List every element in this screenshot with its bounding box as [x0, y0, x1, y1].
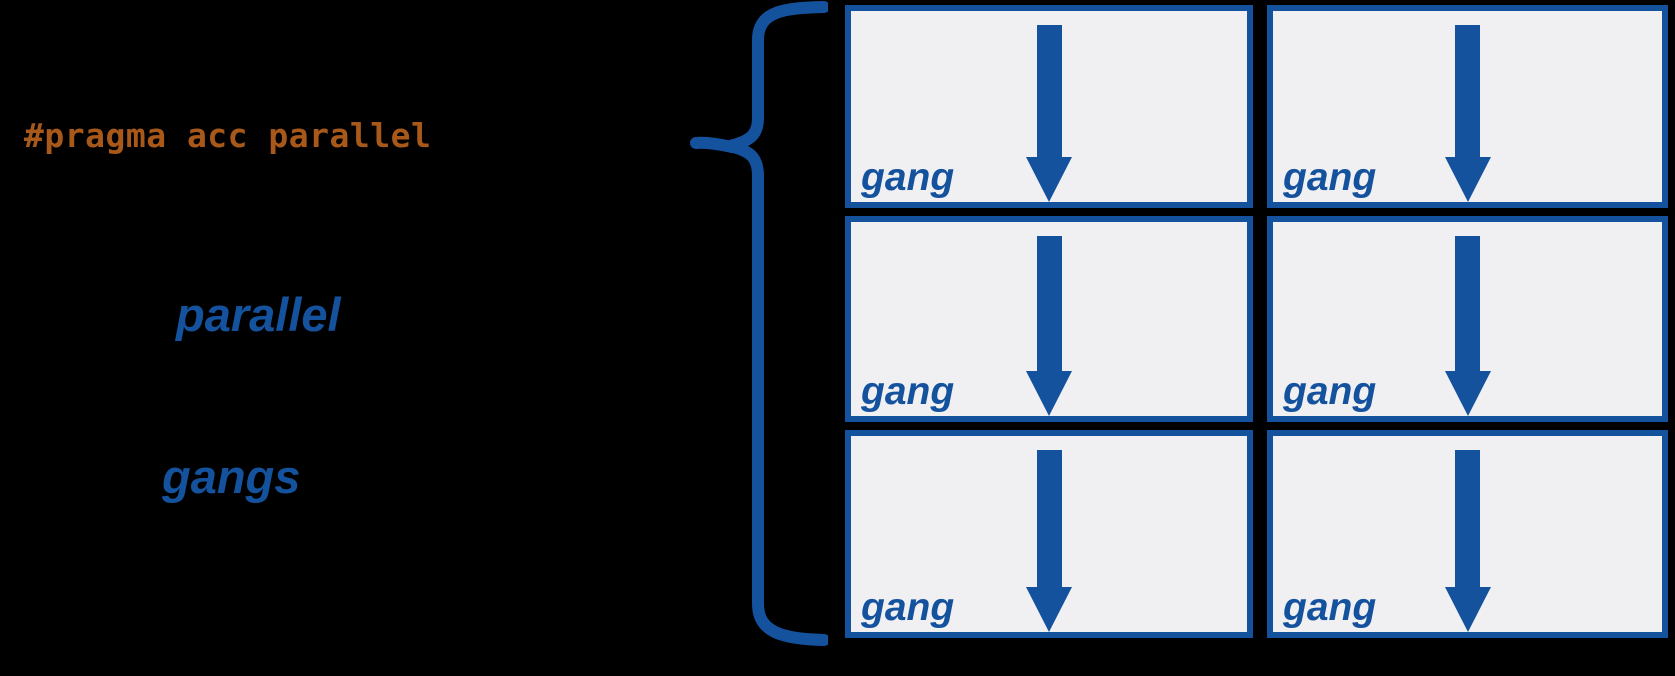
down-arrow-icon [1026, 450, 1072, 632]
arrow-shaft [1455, 25, 1480, 157]
down-arrow-icon [1444, 450, 1491, 632]
curly-brace-icon [690, 1, 828, 646]
gang-box-label: gang [861, 370, 955, 413]
keyword-parallel: parallel [176, 288, 341, 341]
gang-box-label: gang [861, 586, 955, 629]
gang-box: gang [845, 216, 1253, 422]
gang-box-label: gang [1283, 586, 1377, 629]
arrow-shaft [1036, 450, 1062, 587]
gang-box: gang [845, 5, 1253, 208]
arrow-head [1026, 157, 1072, 202]
arrow-head [1444, 157, 1491, 202]
arrow-shaft [1455, 236, 1480, 371]
down-arrow-icon [1026, 25, 1072, 202]
keyword-gangs: gangs [162, 450, 301, 503]
down-arrow-icon [1444, 25, 1491, 202]
arrow-head [1444, 587, 1491, 632]
gang-box: gang [1267, 216, 1668, 422]
pragma-code-text: #pragma acc parallel [24, 116, 432, 155]
gang-box-label: gang [1283, 370, 1377, 413]
down-arrow-icon [1026, 236, 1072, 416]
gang-box-label: gang [861, 156, 955, 199]
arrow-head [1444, 371, 1491, 416]
arrow-shaft [1036, 236, 1062, 371]
arrow-shaft [1455, 450, 1480, 587]
gang-box: gang [1267, 5, 1668, 208]
gang-box: gang [1267, 430, 1668, 638]
arrow-head [1026, 587, 1072, 632]
gang-box-label: gang [1283, 156, 1377, 199]
down-arrow-icon [1444, 236, 1491, 416]
arrow-shaft [1036, 25, 1062, 157]
arrow-head [1026, 371, 1072, 416]
gang-box: gang [845, 430, 1253, 638]
